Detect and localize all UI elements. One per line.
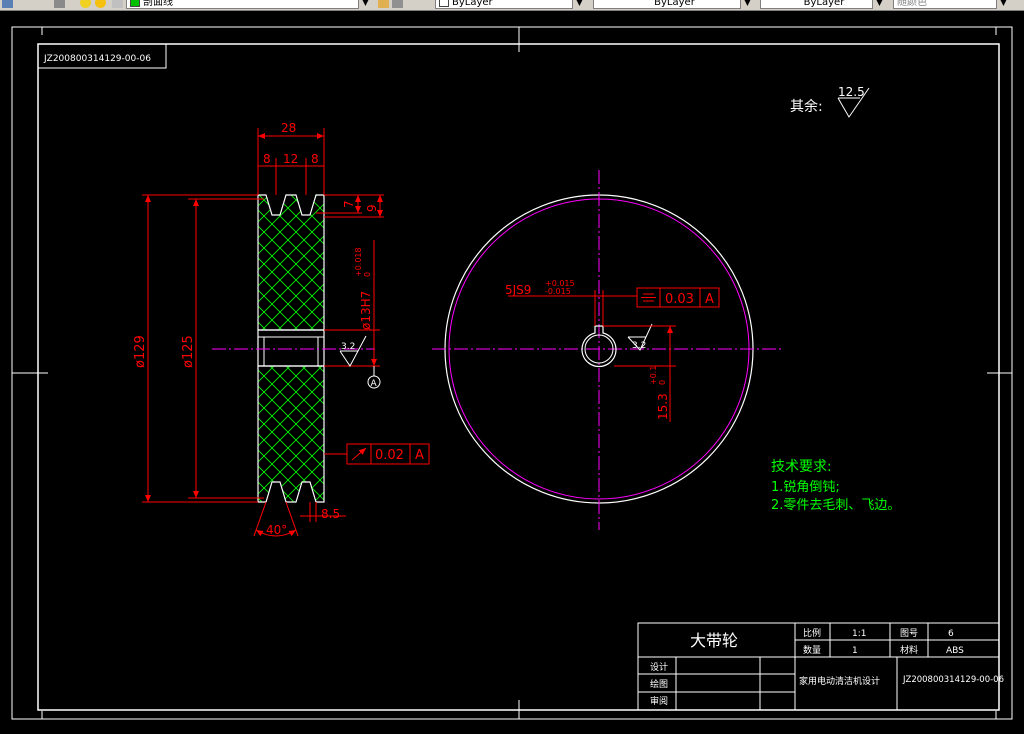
- symmetry-tolerance-frame: [636, 287, 720, 308]
- sheet-inner-border: [37, 43, 1000, 711]
- datum-circle: [367, 375, 381, 389]
- dim-key-depth-tol-lower: 0: [658, 380, 667, 385]
- bore-roughness-symbol: [339, 335, 367, 367]
- dim-width-total-text: 28: [281, 121, 296, 135]
- runout-tolerance-frame: [324, 443, 430, 465]
- dim-width-total: [257, 128, 325, 195]
- title-doc-code: JZ200800314129-00-06: [902, 675, 1004, 685]
- dim-diameters: [142, 194, 264, 503]
- runout-datum: A: [415, 448, 424, 463]
- color-dropdown-arrow[interactable]: ▼: [572, 0, 586, 9]
- lineweight-dropdown-arrow[interactable]: ▼: [872, 0, 886, 9]
- layer-dropdown[interactable]: 剖面线: [126, 0, 371, 9]
- drawing-canvas[interactable]: JZ200800314129-00-06 其余: 12.5 28 8 12 8: [0, 10, 1024, 734]
- dim-groove-depth-text: 7: [342, 200, 356, 208]
- tech-req-item-2: 2.零件去毛刺、飞边。: [771, 498, 900, 513]
- dim-keyway-tol-lower: -0.015: [545, 287, 571, 296]
- tech-req-item-1: 1.锐角倒钝;: [771, 480, 840, 495]
- title-scale-value: 1:1: [852, 629, 866, 639]
- keyway-roughness-value: 3.2: [632, 341, 646, 351]
- title-scale-label: 比例: [803, 627, 821, 639]
- dim-outer-diameter-text: ø129: [133, 335, 148, 368]
- roughness-symbol: [837, 87, 870, 118]
- pulley-section-upper: [257, 194, 325, 331]
- centering-marks: [12, 27, 1012, 719]
- bore-section: [257, 329, 325, 367]
- dim-groove-bottom-text: 8.5: [321, 507, 340, 521]
- plotstyle-dropdown-arrow[interactable]: ▼: [996, 0, 1010, 9]
- layer-color-swatch: [130, 0, 140, 7]
- color-dropdown[interactable]: ByLayer: [435, 0, 585, 9]
- lineweight-value: ByLayer: [803, 0, 845, 8]
- front-view[interactable]: 5JS9 +0.015 -0.015 0.03 A 3.2 15.3 +0.1 …: [432, 170, 782, 530]
- doc-code-box: [37, 43, 167, 69]
- tech-req-title: 技术要求:: [771, 459, 832, 475]
- title-project: 家用电动清洁机设计: [799, 675, 880, 687]
- bore-keyway-outline: [581, 325, 617, 368]
- pulley-section-lower: [257, 365, 325, 503]
- dim-groove-depth: [316, 194, 384, 218]
- title-part-name: 大带轮: [690, 631, 738, 650]
- datum-label: A: [371, 379, 378, 389]
- dim-groove-depth2-text: 9: [365, 204, 379, 212]
- dim-pitch-diameter-text: ø125: [181, 335, 196, 368]
- dim-groove-angle-text: 40°: [266, 523, 287, 537]
- plotstyle-value: 随颜色: [897, 0, 927, 8]
- doc-code-top: JZ200800314129-00-06: [43, 54, 151, 64]
- dim-keyway-tol-upper: +0.015: [545, 279, 575, 288]
- roughness-other-label: 其余:: [790, 98, 823, 115]
- symmetry-datum: A: [705, 292, 714, 307]
- dim-keyway: [508, 290, 637, 326]
- symmetry-value: 0.03: [665, 292, 694, 307]
- keyway-roughness-symbol: [627, 323, 653, 351]
- title-material-label: 材料: [900, 644, 918, 656]
- light-bulb-icon[interactable]: [80, 0, 91, 8]
- bore-roughness-value: 3.2: [341, 342, 355, 352]
- linetype-dropdown[interactable]: ByLayer: [593, 0, 753, 9]
- dim-bore: [324, 240, 380, 367]
- runout-value: 0.02: [375, 448, 404, 463]
- sheet-outer-border: [11, 26, 1013, 720]
- lock-icon[interactable]: [112, 0, 123, 8]
- layer-name: 剖面线: [143, 0, 173, 8]
- dim-groove-left-text: 8: [263, 152, 271, 166]
- title-design-label: 设计: [650, 661, 668, 673]
- dim-groove-pitch: [258, 158, 324, 195]
- roughness-other-value: 12.5: [838, 85, 865, 99]
- dim-groove-angle: [253, 501, 346, 537]
- title-block: [637, 622, 1000, 711]
- color-swatch: [439, 0, 449, 7]
- layer-manager-icon[interactable]: [2, 0, 13, 8]
- dim-key-depth-tol-upper: +0.1: [649, 366, 658, 385]
- layer-dropdown-arrow[interactable]: ▼: [358, 0, 372, 9]
- properties-toolbar: 剖面线 ▼ ByLayer ▼ ByLayer ▼ ByLayer ▼ 随颜色 …: [0, 0, 1024, 11]
- title-qty-value: 1: [852, 646, 858, 656]
- dim-keyway-text: 5JS9: [505, 283, 531, 297]
- plotstyle-dropdown[interactable]: 随颜色: [893, 0, 1008, 9]
- dim-bore-text: ø13H7: [359, 291, 373, 330]
- section-view[interactable]: 28 8 12 8 7 9 ø129 ø125: [133, 121, 430, 537]
- title-review-label: 审阅: [650, 695, 668, 707]
- color-value: ByLayer: [452, 0, 493, 8]
- linetype-dropdown-arrow[interactable]: ▼: [740, 0, 754, 9]
- title-qty-label: 数量: [803, 644, 821, 656]
- layer-states-icon[interactable]: [392, 0, 403, 8]
- sun-icon[interactable]: [95, 0, 106, 8]
- dim-bore-tol-lower: 0: [363, 272, 372, 277]
- lineweight-dropdown[interactable]: ByLayer: [760, 0, 885, 9]
- dim-key-depth: [603, 325, 676, 422]
- dim-groove-mid-text: 12: [283, 152, 298, 166]
- dim-bore-tol-upper: +0.018: [354, 247, 363, 277]
- layer-previous-icon[interactable]: [378, 0, 389, 8]
- dim-groove-right-text: 8: [311, 152, 319, 166]
- title-drawing-no-label: 图号: [900, 628, 918, 639]
- title-draw-label: 绘图: [650, 678, 668, 690]
- title-drawing-no-value: 6: [948, 629, 954, 639]
- dim-key-depth-text: 15.3: [656, 393, 670, 420]
- title-material-value: ABS: [946, 646, 964, 656]
- layers-icon[interactable]: [54, 0, 65, 8]
- bore-circle-inner: [584, 334, 614, 364]
- linetype-value: ByLayer: [654, 0, 695, 8]
